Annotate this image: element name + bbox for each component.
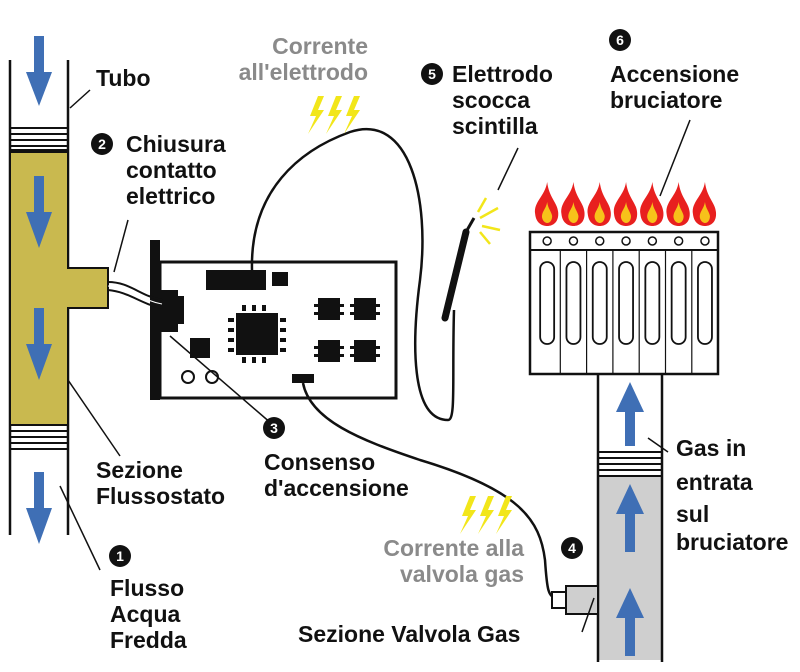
label-corrente-elettrodo-2: all'elettrodo	[239, 59, 368, 85]
gas-arrow-icon	[616, 484, 644, 552]
water-arrow-icon	[26, 472, 52, 544]
flame-icon	[534, 182, 559, 226]
pipe-coupling-top	[10, 127, 68, 153]
label-chiusura-1: Chiusura	[126, 131, 226, 157]
label-consenso-1: Consenso	[264, 449, 375, 475]
label-gas-3: sul	[676, 501, 709, 527]
svg-text:4: 4	[568, 540, 576, 556]
label-elettrodo-3: scintilla	[452, 113, 538, 139]
burner-tube	[539, 261, 556, 345]
lightning-icon-valve	[460, 496, 512, 534]
label-flusso-3: Fredda	[110, 627, 187, 653]
burner-port	[673, 236, 684, 246]
flames	[534, 182, 717, 226]
label-gas-1: Gas in	[676, 435, 746, 461]
gas-flow-arrows	[616, 382, 644, 656]
label-elettrodo-1: Elettrodo	[452, 61, 553, 87]
contact-wires	[107, 281, 163, 309]
label-corrente-valvola-2: valvola gas	[400, 561, 524, 587]
label-flusso-1: Flusso	[110, 575, 184, 601]
burner-tube	[565, 261, 582, 345]
svg-text:6: 6	[616, 32, 624, 48]
label-sezione-valvola: Sezione Valvola Gas	[298, 621, 520, 647]
gas-arrow-icon	[616, 588, 644, 656]
flame-icon	[587, 182, 611, 226]
label-corrente-elettrodo-1: Corrente	[272, 33, 368, 59]
label-gas-2: entrata	[676, 469, 753, 495]
svg-text:5: 5	[428, 66, 436, 82]
label-flusso-2: Acqua	[110, 601, 181, 627]
water-arrow-icon	[26, 36, 52, 106]
burner-port	[568, 236, 579, 246]
step-4-badge: 4	[561, 537, 583, 559]
electrode	[441, 217, 476, 322]
control-board	[150, 240, 398, 400]
step-2-badge: 2	[91, 133, 113, 155]
step-3-badge: 3	[263, 417, 285, 439]
valve-wire	[301, 382, 559, 600]
label-tubo: Tubo	[96, 65, 151, 91]
flame-icon	[640, 182, 664, 226]
label-elettrodo-2: scocca	[452, 87, 530, 113]
flame-icon	[692, 182, 717, 226]
gas-arrow-icon	[616, 382, 644, 446]
burner-tube	[697, 261, 713, 345]
label-accensione-1: Accensione	[610, 61, 739, 87]
burner-port	[700, 236, 710, 246]
svg-text:3: 3	[270, 420, 278, 436]
pipe-coupling-bottom	[10, 424, 68, 450]
gas-pipe	[551, 374, 664, 662]
burner-tube	[644, 261, 661, 345]
burner-port	[595, 236, 605, 246]
water-arrow-icon	[26, 176, 52, 248]
burner-port	[621, 236, 631, 246]
flame-icon	[561, 182, 585, 226]
flussostato-section	[9, 149, 109, 426]
burner-tube	[591, 261, 608, 345]
label-corrente-valvola-1: Corrente alla	[383, 535, 524, 561]
svg-text:2: 2	[98, 136, 106, 152]
label-chiusura-3: elettrico	[126, 183, 215, 209]
label-sezione-flussostato-2: Flussostato	[96, 483, 225, 509]
burner	[528, 230, 720, 376]
label-consenso-2: d'accensione	[264, 475, 409, 501]
spark-icon	[476, 197, 501, 245]
step-1-badge: 1	[109, 545, 131, 567]
flame-icon	[613, 182, 638, 226]
flame-icon	[666, 182, 690, 226]
burner-tube	[618, 261, 634, 345]
label-sezione-flussostato-1: Sezione	[96, 457, 183, 483]
label-chiusura-2: contatto	[126, 157, 217, 183]
electrode-wire	[250, 128, 456, 422]
lightning-icon-electrode	[308, 96, 360, 134]
step-6-badge: 6	[609, 29, 631, 51]
svg-text:1: 1	[116, 548, 124, 564]
water-arrow-icon	[26, 308, 52, 380]
burner-tube	[670, 261, 687, 345]
step-5-badge: 5	[421, 63, 443, 85]
burner-port	[542, 236, 552, 246]
label-accensione-2: bruciatore	[610, 87, 722, 113]
label-gas-4: bruciatore	[676, 529, 788, 555]
leader-lines	[59, 89, 691, 633]
water-flow-arrows	[26, 36, 52, 544]
burner-port	[647, 236, 658, 246]
